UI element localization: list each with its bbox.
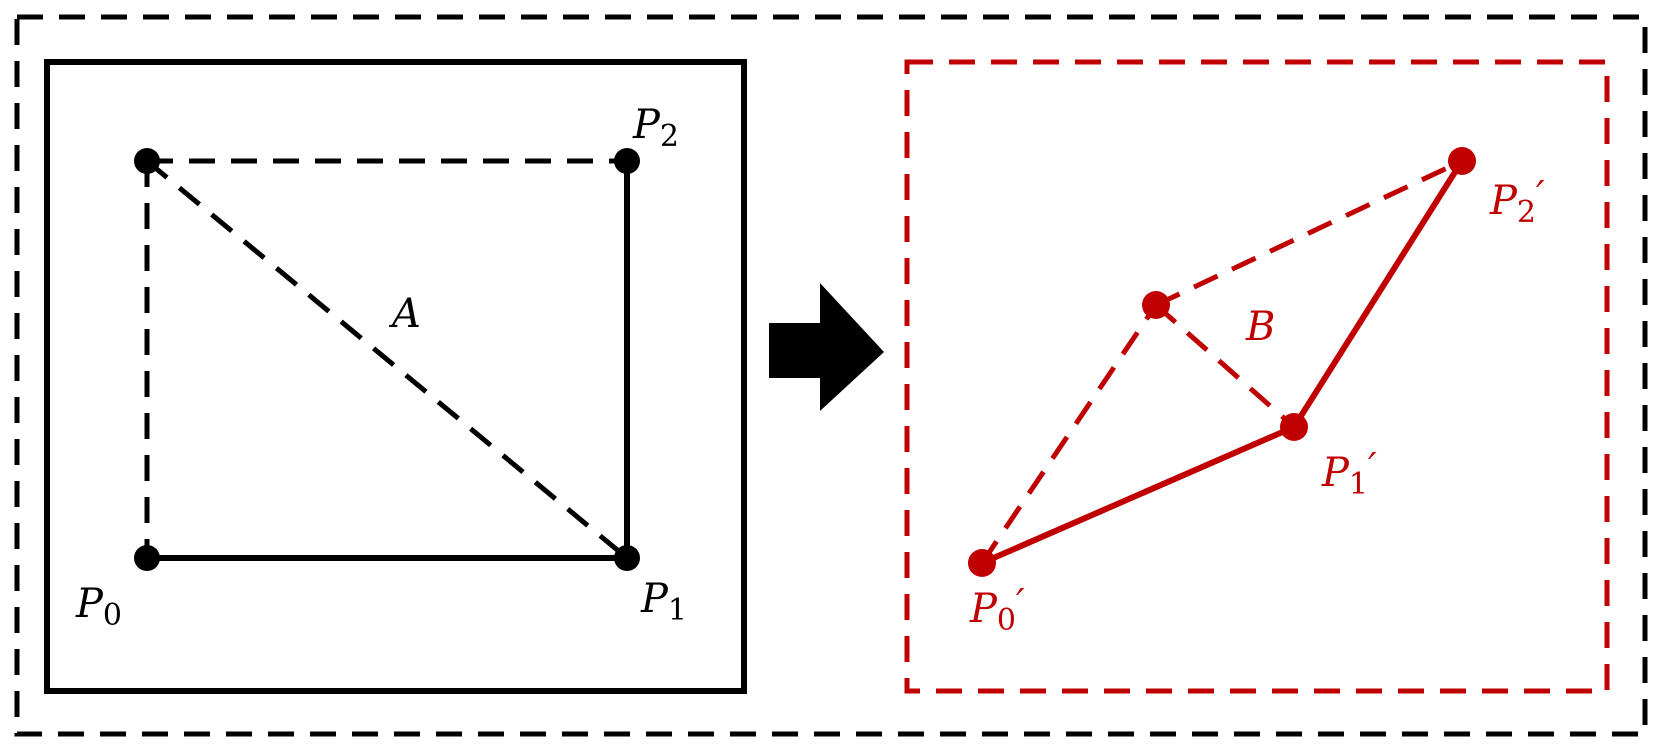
edge-p1p-p2p: [1291, 159, 1465, 429]
corner-point-transformed: [1142, 291, 1170, 319]
corner-point: [134, 148, 160, 174]
point-p0: [134, 545, 160, 571]
right-arrow-icon: [769, 283, 884, 411]
left-panel: A P2 P0 P1: [44, 59, 747, 694]
label-p0-prime: P0′: [969, 581, 1025, 638]
label-a: A: [388, 291, 421, 337]
point-p2-prime: [1448, 147, 1476, 175]
point-p2: [614, 148, 640, 174]
right-panel: B P2′ P1′ P0′: [904, 59, 1610, 694]
point-p1-prime: [1280, 413, 1308, 441]
outer-dashed-frame: [14, 14, 1648, 737]
label-p0: P0: [75, 581, 122, 633]
left-panel-frame: [44, 59, 747, 694]
label-p1: P1: [640, 576, 687, 628]
edge-corner-p2p-dashed: [1154, 158, 1464, 308]
label-b: B: [1245, 304, 1275, 350]
label-p1-prime: P1′: [1321, 445, 1377, 502]
label-p2: P2: [632, 102, 679, 154]
label-p2-prime: P2′: [1489, 173, 1545, 230]
edge-diagonal-dashed: [145, 159, 629, 560]
edge-p0p-corner-dashed: [979, 303, 1159, 565]
point-p1: [614, 545, 640, 571]
right-panel-dashed-frame: [904, 59, 1610, 694]
point-p0-prime: [968, 549, 996, 577]
edge-corner-p1p-dashed: [1154, 303, 1296, 429]
edge-p0p-p1p: [980, 424, 1296, 566]
